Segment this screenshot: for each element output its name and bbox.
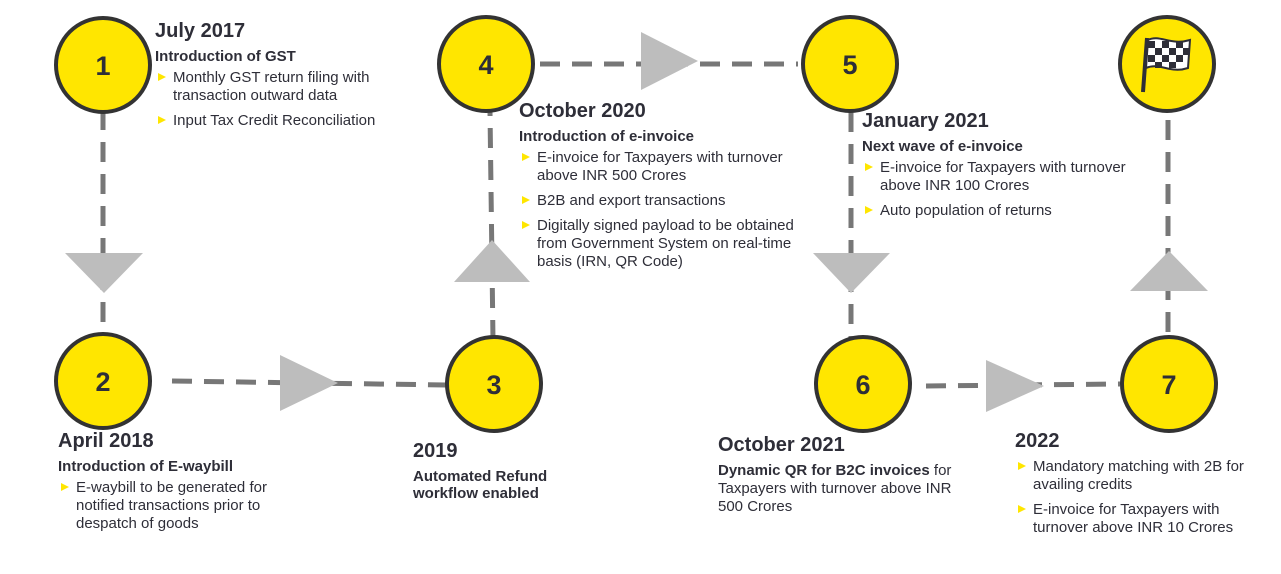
node-number-6: 6 <box>855 370 870 400</box>
milestone-1: July 2017 Introduction of GST Monthly GS… <box>155 20 395 137</box>
milestone-bullets: E-invoice for Taxpayers with turnover ab… <box>862 159 1162 220</box>
milestone-heading: Next wave of e-invoice <box>862 138 1023 155</box>
bullet-item: E-invoice for Taxpayers with turnover ab… <box>862 159 1162 195</box>
arrow-down-1 <box>65 253 143 293</box>
milestone-date: October 2021 <box>718 434 845 456</box>
bullet-item: Monthly GST return filing with transacti… <box>155 69 395 105</box>
milestone-bullets: E-waybill to be generated for notified t… <box>58 479 308 533</box>
node-number-4: 4 <box>478 50 493 80</box>
milestone-description: Dynamic QR for B2C invoices for Taxpayer… <box>718 462 958 516</box>
bullet-item: B2B and export transactions <box>519 192 819 210</box>
milestone-3: 2019 Automated Refund workflow enabled <box>413 440 603 506</box>
milestone-6: October 2021 Dynamic QR for B2C invoices… <box>718 434 958 516</box>
milestone-date: 2022 <box>1015 430 1060 452</box>
milestone-heading: Automated Refund workflow enabled <box>413 468 548 502</box>
node-number-1: 1 <box>95 51 110 81</box>
milestone-date: July 2017 <box>155 20 246 42</box>
bullet-item: Digitally signed payload to be obtained … <box>519 217 819 271</box>
bullet-item: Auto population of returns <box>862 202 1162 220</box>
node-circle-1 <box>54 16 152 114</box>
milestone-date: April 2018 <box>58 430 154 452</box>
milestone-7: 2022 Mandatory matching with 2B for avai… <box>1015 430 1255 544</box>
node-circle-6 <box>814 335 912 433</box>
milestone-heading: Introduction of e-invoice <box>519 128 694 145</box>
node-circle-7 <box>1120 335 1218 433</box>
milestone-heading: Introduction of GST <box>155 48 296 65</box>
milestone-bullets: Monthly GST return filing with transacti… <box>155 69 395 130</box>
milestone-date: January 2021 <box>862 110 989 132</box>
node-circle-5 <box>801 15 899 113</box>
arrow-up-3 <box>454 240 530 282</box>
milestone-heading: Introduction of E-waybill <box>58 458 233 475</box>
milestone-heading: Dynamic QR for B2C invoices <box>718 462 930 479</box>
node-number-3: 3 <box>486 370 501 400</box>
node-circle-3 <box>445 335 543 433</box>
node-circle-4 <box>437 15 535 113</box>
milestone-5: January 2021 Next wave of e-invoice E-in… <box>862 110 1162 227</box>
bullet-item: Input Tax Credit Reconciliation <box>155 112 395 130</box>
node-number-2: 2 <box>95 367 110 397</box>
milestone-2: April 2018 Introduction of E-waybill E-w… <box>58 430 308 540</box>
arrow-up-7 <box>1130 251 1208 291</box>
bullet-item: E-waybill to be generated for notified t… <box>58 479 308 533</box>
milestone-heading-rest: for Taxpayers with turnover above INR 50… <box>718 462 952 515</box>
arrow-right-4 <box>641 32 698 90</box>
connector-3-4 <box>487 111 496 341</box>
milestone-date: October 2020 <box>519 100 646 122</box>
bullet-item: Mandatory matching with 2B for availing … <box>1015 458 1255 494</box>
arrow-right-2 <box>280 355 338 411</box>
checkered-flag-icon <box>1141 37 1192 93</box>
node-number-7: 7 <box>1161 370 1176 400</box>
bullet-item: E-invoice for Taxpayers with turnover ab… <box>1015 501 1255 537</box>
node-number-5: 5 <box>842 50 857 80</box>
milestone-4: October 2020 Introduction of e-invoice E… <box>519 100 819 278</box>
milestone-bullets: E-invoice for Taxpayers with turnover ab… <box>519 149 819 271</box>
milestone-bullets: Mandatory matching with 2B for availing … <box>1015 458 1255 537</box>
node-circle-2 <box>54 332 152 430</box>
milestone-date: 2019 <box>413 440 458 462</box>
arrow-down-5 <box>813 253 890 293</box>
bullet-item: E-invoice for Taxpayers with turnover ab… <box>519 149 819 185</box>
arrow-right-6 <box>986 360 1044 412</box>
